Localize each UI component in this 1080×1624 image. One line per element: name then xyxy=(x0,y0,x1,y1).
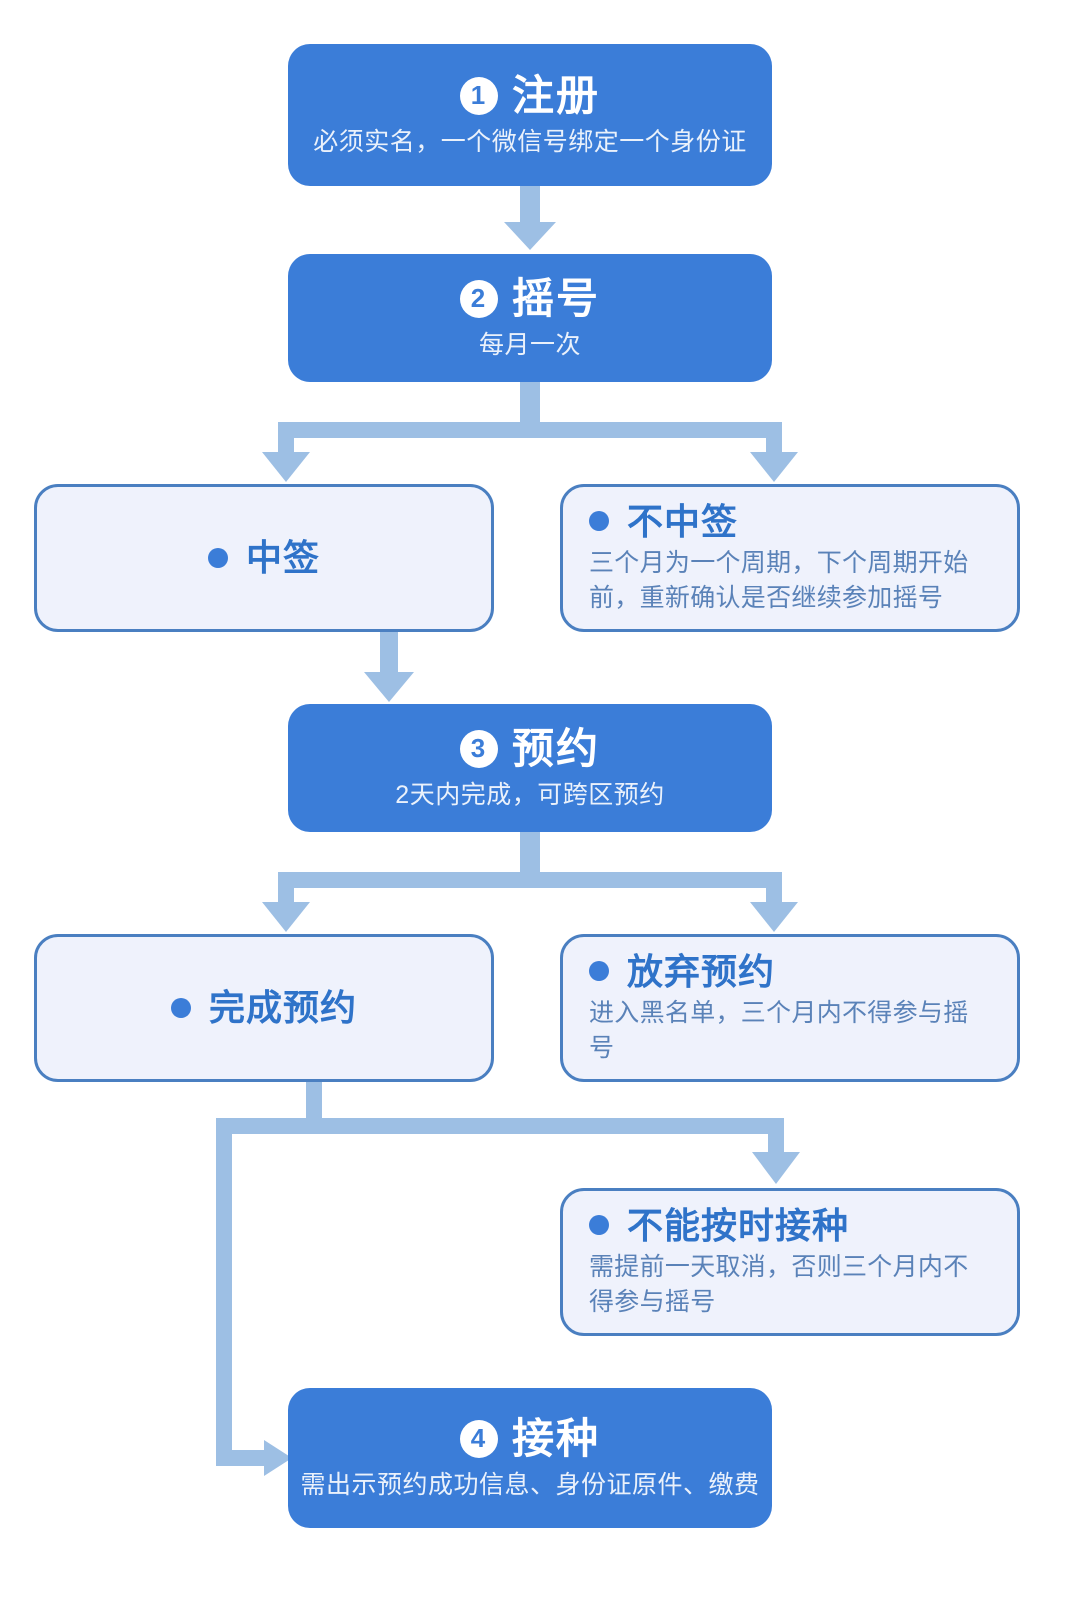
outcome-not-won-lottery-row: 不中签 xyxy=(589,501,991,542)
step-appointment[interactable]: 3 预约 2天内完成，可跨区预约 xyxy=(288,704,772,832)
connector-won-to-appointment xyxy=(364,632,414,702)
step-number-badge: 2 xyxy=(459,280,498,318)
step-lottery-subtitle: 每月一次 xyxy=(478,331,581,360)
outcome-won-lottery-title: 中签 xyxy=(245,537,320,579)
step-number-badge: 4 xyxy=(459,1420,498,1458)
connector-lottery-split xyxy=(262,382,798,482)
step-vaccination-subtitle: 需出示预约成功信息、身份证原件、缴费 xyxy=(300,1471,760,1500)
connector-complete-branch xyxy=(216,1082,800,1476)
outcome-appointment-complete[interactable]: 完成预约 xyxy=(34,934,494,1082)
bullet-icon xyxy=(589,511,609,532)
outcome-cannot-attend-row: 不能按时接种 xyxy=(589,1205,991,1246)
bullet-icon xyxy=(170,997,191,1018)
step-lottery-heading: 2 摇号 xyxy=(459,274,600,322)
connector-appointment-split xyxy=(262,832,798,932)
outcome-appointment-abandoned-row: 放弃预约 xyxy=(589,951,991,992)
outcome-appointment-complete-row: 完成预约 xyxy=(170,987,357,1029)
step-register[interactable]: 1 注册 必须实名，一个微信号绑定一个身份证 xyxy=(288,44,772,186)
step-lottery-title: 摇号 xyxy=(511,274,600,322)
outcome-appointment-abandoned-desc: 进入黑名单，三个月内不得参与摇号 xyxy=(589,999,969,1062)
outcome-not-won-lottery-desc: 三个月为一个周期，下个周期开始前，重新确认是否继续参加摇号 xyxy=(589,549,969,612)
outcome-appointment-abandoned[interactable]: 放弃预约 进入黑名单，三个月内不得参与摇号 xyxy=(560,934,1020,1082)
step-register-title: 注册 xyxy=(511,71,600,119)
connector-register-to-lottery xyxy=(504,186,556,250)
step-register-subtitle: 必须实名，一个微信号绑定一个身份证 xyxy=(313,128,747,157)
step-number-badge: 3 xyxy=(459,730,498,768)
step-appointment-subtitle: 2天内完成，可跨区预约 xyxy=(395,781,665,810)
bullet-icon xyxy=(589,961,609,982)
outcome-not-won-lottery-title: 不中签 xyxy=(627,500,739,542)
outcome-won-lottery-row: 中签 xyxy=(207,537,320,579)
outcome-cannot-attend-on-time[interactable]: 不能按时接种 需提前一天取消，否则三个月内不得参与摇号 xyxy=(560,1188,1020,1336)
step-vaccination-heading: 4 接种 xyxy=(459,1414,600,1462)
step-appointment-heading: 3 预约 xyxy=(459,724,600,772)
outcome-cannot-attend-title: 不能按时接种 xyxy=(627,1204,850,1246)
outcome-won-lottery[interactable]: 中签 xyxy=(34,484,494,632)
step-lottery[interactable]: 2 摇号 每月一次 xyxy=(288,254,772,382)
outcome-appointment-abandoned-title: 放弃预约 xyxy=(627,950,776,992)
bullet-icon xyxy=(589,1215,609,1236)
outcome-not-won-lottery[interactable]: 不中签 三个月为一个周期，下个周期开始前，重新确认是否继续参加摇号 xyxy=(560,484,1020,632)
step-register-heading: 1 注册 xyxy=(459,71,600,119)
bullet-icon xyxy=(207,547,228,568)
step-number-badge: 1 xyxy=(459,77,498,115)
outcome-cannot-attend-desc: 需提前一天取消，否则三个月内不得参与摇号 xyxy=(589,1253,969,1316)
step-vaccination[interactable]: 4 接种 需出示预约成功信息、身份证原件、缴费 xyxy=(288,1388,772,1528)
step-appointment-title: 预约 xyxy=(511,724,600,772)
outcome-appointment-complete-title: 完成预约 xyxy=(208,987,357,1029)
step-vaccination-title: 接种 xyxy=(511,1414,600,1462)
